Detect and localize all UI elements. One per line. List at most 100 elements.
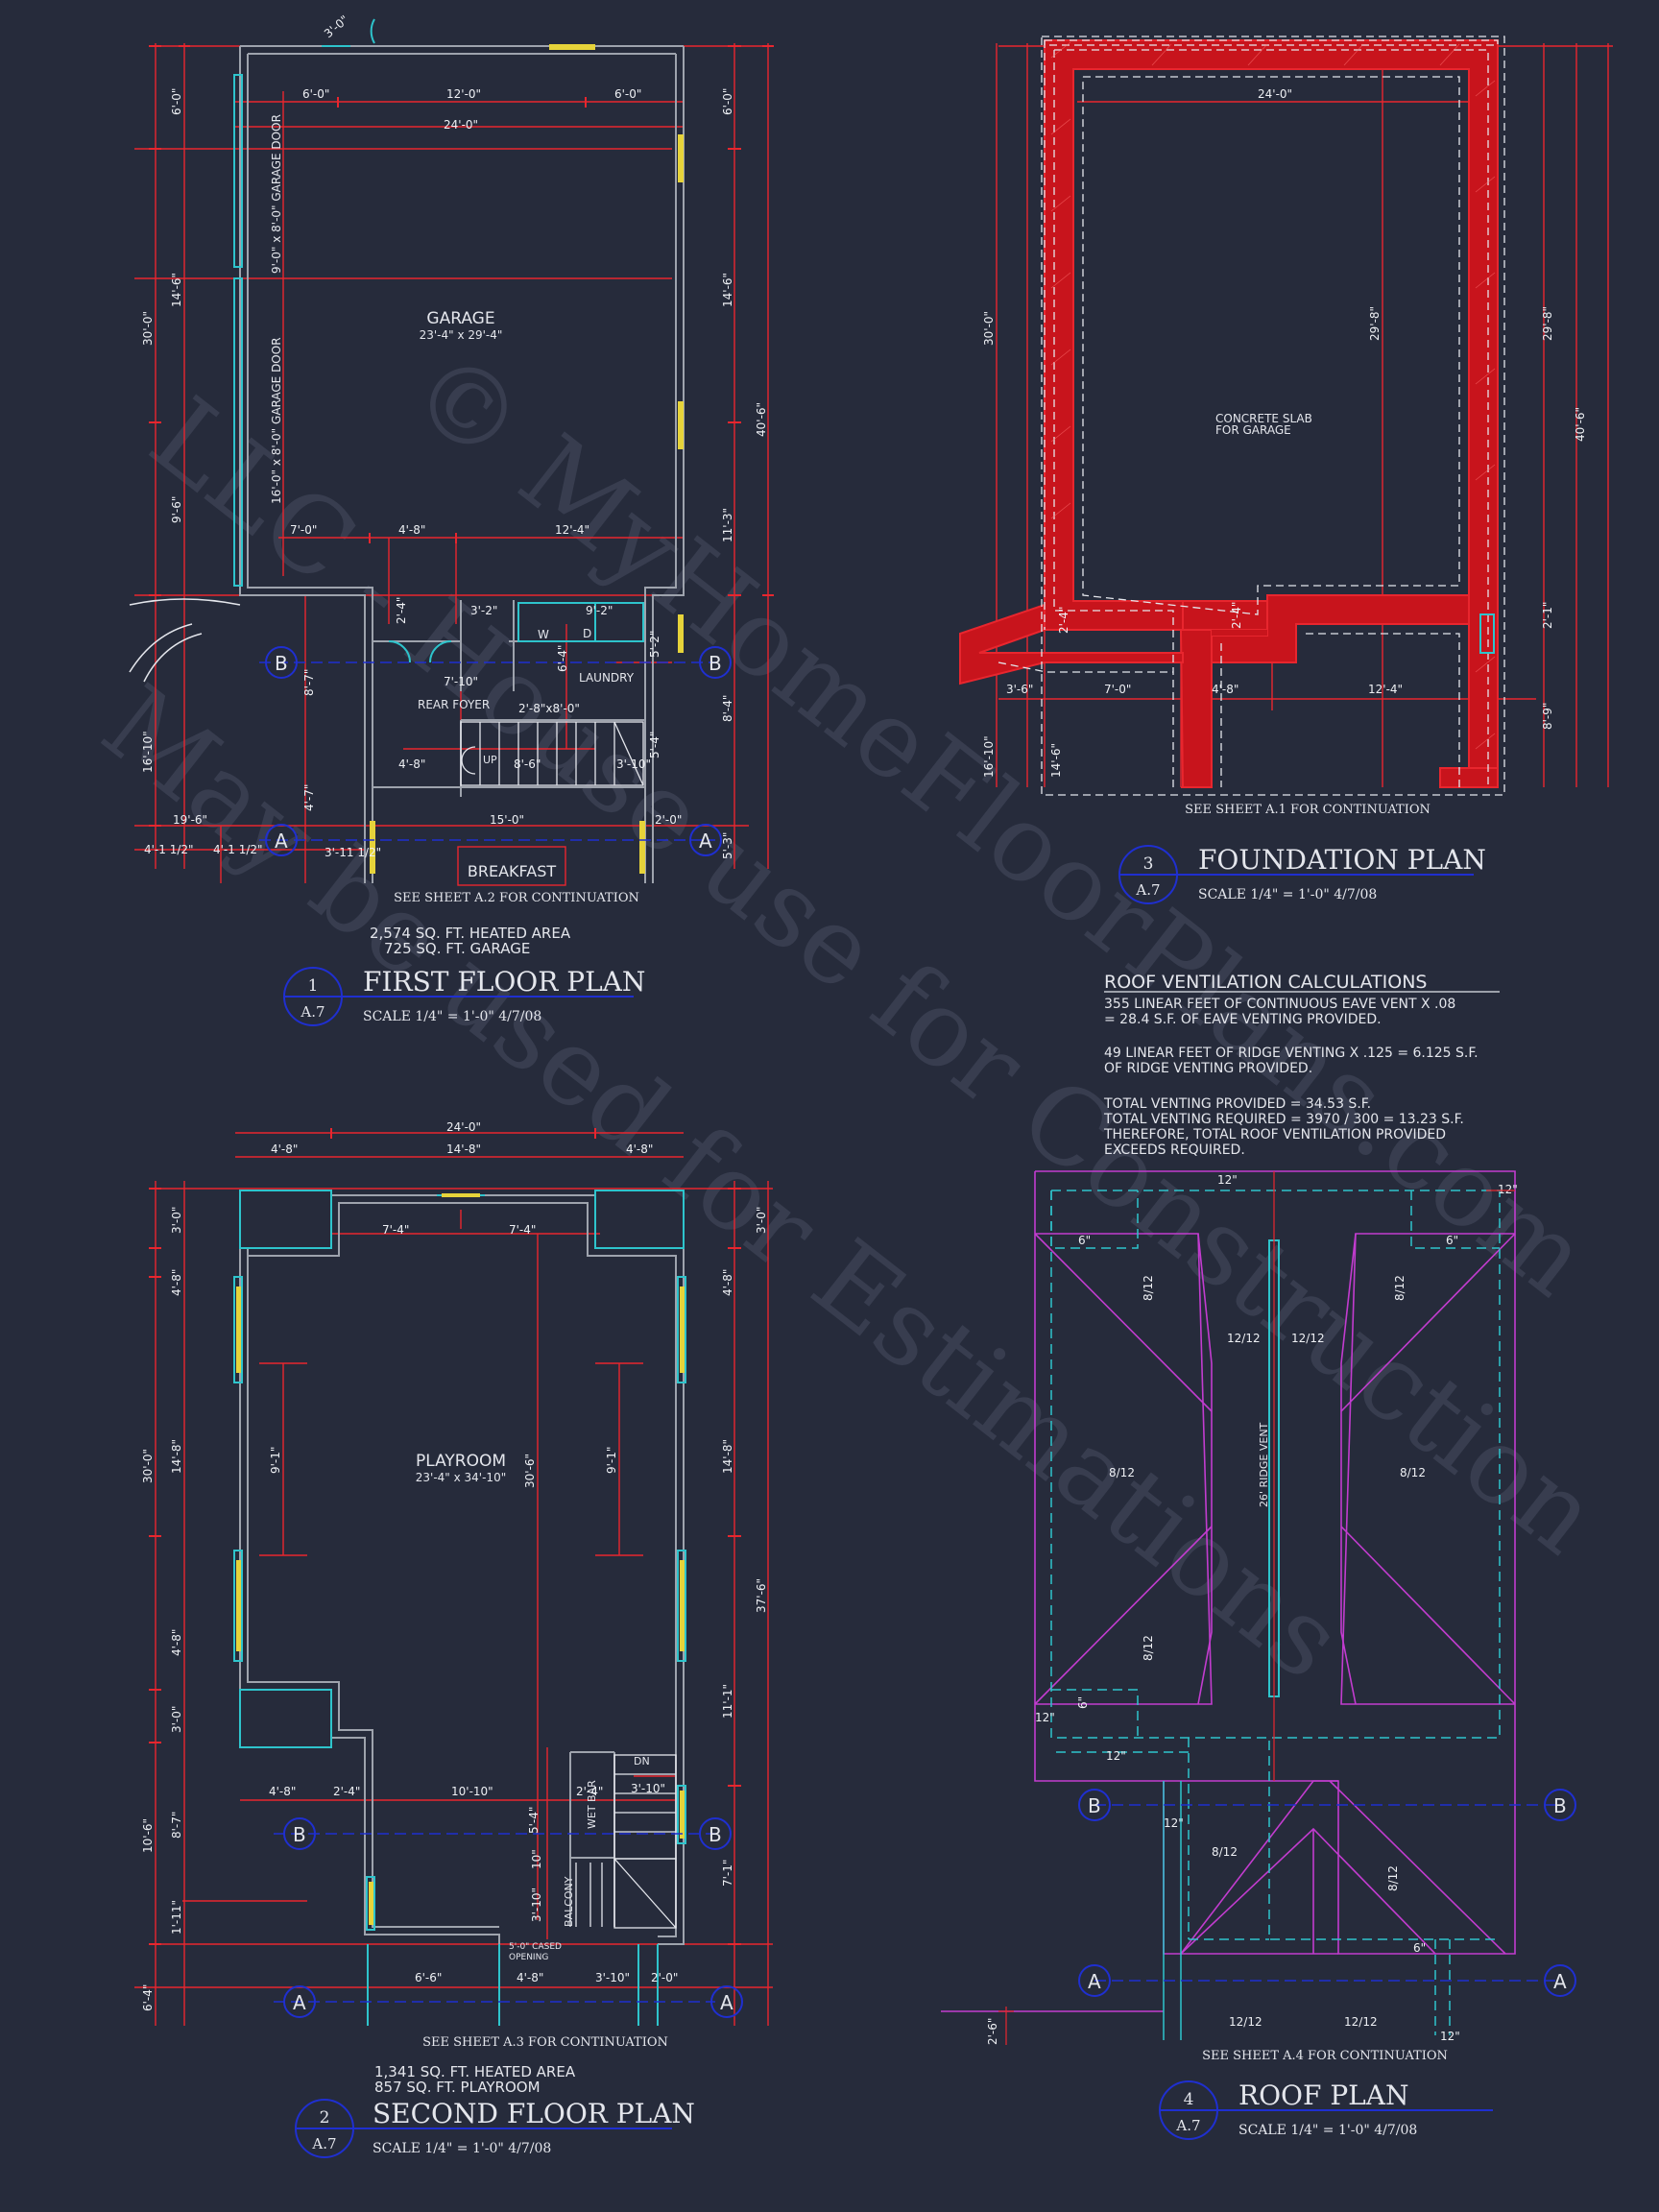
calc-line: 49 LINEAR FEET OF RIDGE VENTING X .125 =… bbox=[1104, 1046, 1479, 1061]
first-floor-stairs bbox=[460, 721, 644, 786]
continuation-note: SEE SHEET A.2 FOR CONTINUATION bbox=[394, 891, 639, 905]
appliance-dryer: D bbox=[583, 627, 591, 640]
dim-label: 24'-0" bbox=[446, 1120, 481, 1134]
dim-label: 4'-8" bbox=[398, 523, 425, 537]
dim-label: 2'-4" bbox=[333, 1785, 360, 1798]
dim-label: 3'-10" bbox=[631, 1782, 665, 1795]
dim-label: 6'-0" bbox=[170, 88, 183, 115]
dim-label: 24'-0" bbox=[444, 118, 478, 132]
dim-label: 16'-10" bbox=[141, 731, 155, 773]
dim-label: 3'-0" bbox=[322, 12, 351, 40]
dim-label: 7'-1" bbox=[721, 1860, 734, 1887]
foundation-plan: 24'-0" 30'-0" 16'-10" 14'-6" 29'-8" 29'-… bbox=[959, 36, 1613, 904]
first-floor-openings bbox=[233, 18, 644, 663]
dim-label: 2'-4" bbox=[1057, 607, 1070, 634]
second-floor-windows bbox=[236, 1193, 685, 1925]
roof-section-markers: B B A A bbox=[1078, 1789, 1576, 1997]
foundation-hatch bbox=[1050, 41, 1496, 750]
dim-label: 8'-7" bbox=[302, 669, 316, 696]
second-floor-plan: B B A A 24'-0" 4'-8" 14'-8" 4'-8" 7'-4" … bbox=[134, 1120, 773, 2158]
dim-label: 10'-6" bbox=[141, 1818, 155, 1853]
small-dim-label: 6" bbox=[1078, 1234, 1091, 1247]
dim-label: 14'-8" bbox=[446, 1142, 481, 1156]
dim-label: 3'-0" bbox=[755, 1207, 768, 1234]
drawing-scale: SCALE 1/4" = 1'-0" 4/7/08 bbox=[1238, 2123, 1417, 2138]
first-floor-windows bbox=[370, 44, 684, 874]
foundation-footings bbox=[998, 36, 1505, 796]
dim-label: 7'-4" bbox=[382, 1223, 409, 1237]
dim-label: 4'-8" bbox=[398, 757, 425, 771]
pitch-label: 12/12 bbox=[1344, 2015, 1378, 2029]
room-label-wet-bar: WET BAR bbox=[586, 1780, 598, 1829]
dim-label: 12'-0" bbox=[446, 87, 481, 101]
first-floor-walls bbox=[239, 45, 685, 883]
room-label-breakfast: BREAKFAST bbox=[468, 862, 556, 880]
drawing-title: FOUNDATION PLAN bbox=[1198, 844, 1486, 876]
dim-label: 3'-2" bbox=[470, 604, 497, 617]
dim-label: 30'-0" bbox=[982, 311, 996, 346]
roof-pitch-labels: 8/12 8/12 12/12 12/12 8/12 8/12 8/12 8/1… bbox=[1109, 1275, 1426, 2029]
roof-overhang-labels: 12" 12" 12" 12" 12" 12" 6" 6" 6" 6" 2'-6… bbox=[986, 1173, 1518, 2045]
cased-opening-label-1: 5'-0" CASED bbox=[509, 1942, 562, 1952]
drawing-scale: SCALE 1/4" = 1'-0" 4/7/08 bbox=[363, 1009, 541, 1024]
section-a-right-label: A bbox=[1553, 1970, 1567, 1993]
sheet-number: A.7 bbox=[1175, 2117, 1200, 2134]
roof-outline bbox=[941, 1170, 1516, 2012]
area-garage: 725 SQ. FT. GARAGE bbox=[384, 940, 530, 957]
continuation-note: SEE SHEET A.1 FOR CONTINUATION bbox=[1185, 803, 1431, 817]
calc-line: THEREFORE, TOTAL ROOF VENTILATION PROVID… bbox=[1103, 1127, 1446, 1142]
dim-label: 5'-4" bbox=[527, 1807, 541, 1834]
section-a-left-label: A bbox=[1088, 1970, 1101, 1993]
dim-label: 2'-8"x8'-0" bbox=[518, 702, 580, 715]
section-a-right-label: A bbox=[699, 830, 712, 853]
pitch-label: 12/12 bbox=[1291, 1332, 1325, 1345]
drawing-scale: SCALE 1/4" = 1'-0" 4/7/08 bbox=[373, 2141, 551, 2156]
dim-label: 16'-10" bbox=[982, 735, 996, 778]
dim-label: 14'-8" bbox=[721, 1439, 734, 1474]
dim-label: 11'-1" bbox=[721, 1684, 734, 1719]
foundation-walls bbox=[959, 39, 1499, 788]
dim-label: 3'-10" bbox=[616, 757, 651, 771]
dim-label: 3'-0" bbox=[170, 1207, 183, 1234]
drawing-title: SECOND FLOOR PLAN bbox=[373, 2098, 695, 2129]
drawing-number: 4 bbox=[1184, 2090, 1194, 2109]
dim-label: 2'-1" bbox=[1541, 602, 1554, 629]
stair-down-label: DN bbox=[634, 1755, 650, 1767]
pitch-label: 8/12 bbox=[1400, 1466, 1426, 1479]
dim-label: 4'-8" bbox=[626, 1142, 653, 1156]
room-label-rear-foyer: REAR FOYER bbox=[418, 698, 490, 711]
dim-label: 1'-11" bbox=[170, 1900, 183, 1935]
dim-label: 6'-0" bbox=[614, 87, 641, 101]
room-label-playroom: PLAYROOM bbox=[416, 1452, 506, 1471]
first-floor-dimension-lines bbox=[134, 43, 773, 886]
dim-label: 7'-10" bbox=[444, 675, 478, 688]
dim-label: 4'-8" bbox=[721, 1269, 734, 1296]
dim-label: 40'-6" bbox=[755, 402, 768, 437]
dim-label: 40'-6" bbox=[1574, 407, 1587, 442]
overhang-label: 12" bbox=[1106, 1749, 1126, 1763]
section-b-right-label: B bbox=[709, 1823, 722, 1846]
dim-label: 5'-2" bbox=[648, 631, 661, 658]
dim-label: 11'-3" bbox=[721, 508, 734, 542]
dim-label: 30'-0" bbox=[141, 1449, 155, 1483]
pitch-label: 8/12 bbox=[1386, 1865, 1400, 1891]
calc-line: TOTAL VENTING REQUIRED = 3970 / 300 = 13… bbox=[1103, 1112, 1464, 1127]
dim-label: 10" bbox=[530, 1849, 543, 1869]
room-dim-playroom: 23'-4" x 34'-10" bbox=[416, 1471, 506, 1484]
dim-label: 3'-10" bbox=[530, 1887, 543, 1922]
roof-left-dim: 2'-6" bbox=[986, 2018, 999, 2045]
dim-label: 9'-1" bbox=[605, 1447, 618, 1474]
small-dim-label: 6" bbox=[1076, 1696, 1090, 1709]
drawing-number: 1 bbox=[308, 976, 319, 996]
second-floor-section-markers: B B A A bbox=[274, 1817, 743, 2018]
calc-title: ROOF VENTILATION CALCULATIONS bbox=[1104, 972, 1427, 993]
small-dim-label: 6" bbox=[1446, 1234, 1458, 1247]
roof-dimension-lines bbox=[998, 1190, 1515, 2045]
dim-label: 8'-9" bbox=[1541, 703, 1554, 730]
dim-label: 19'-6" bbox=[173, 813, 207, 827]
dim-label: 3'-10" bbox=[595, 1971, 630, 1984]
calc-line: OF RIDGE VENTING PROVIDED. bbox=[1104, 1061, 1312, 1076]
dim-label: 7'-0" bbox=[1104, 683, 1131, 696]
pitch-label: 12/12 bbox=[1229, 2015, 1262, 2029]
